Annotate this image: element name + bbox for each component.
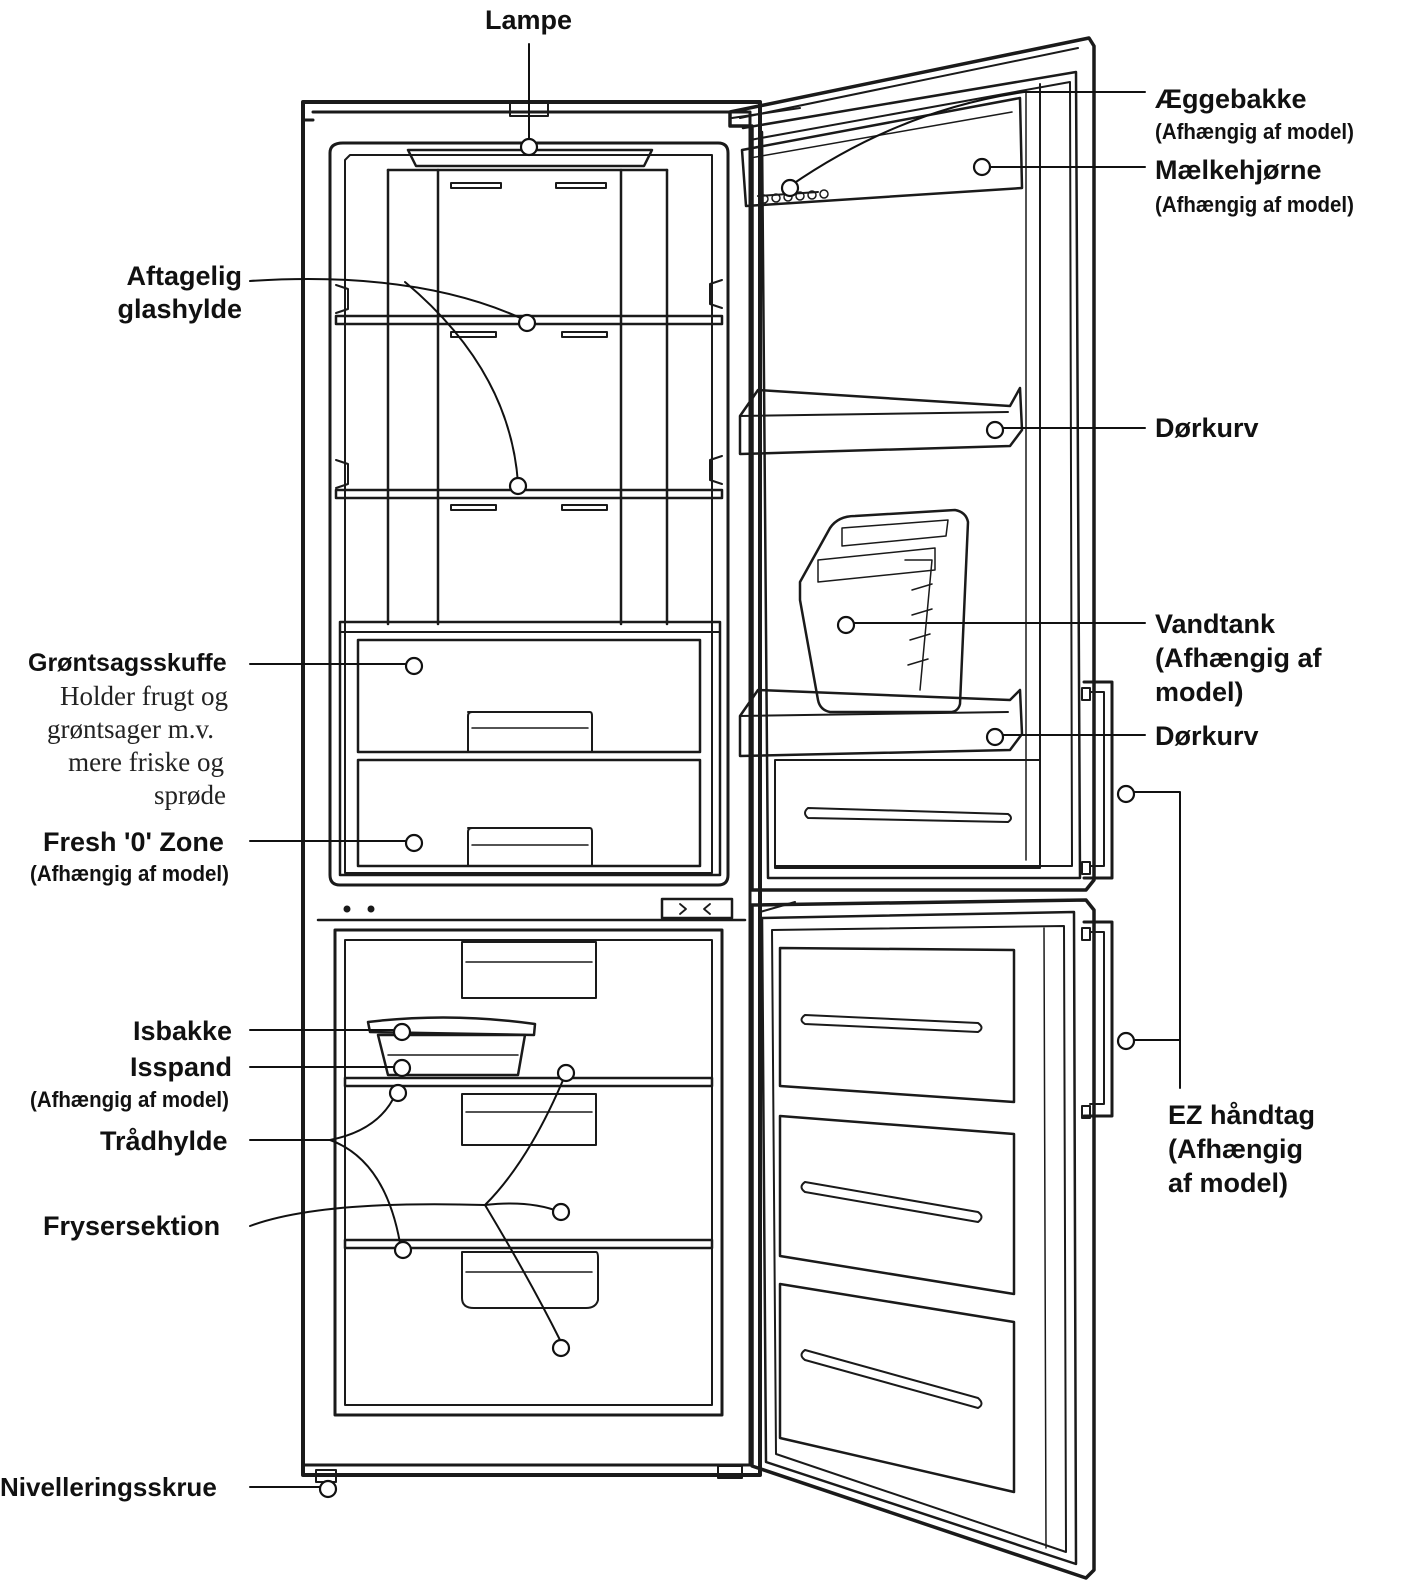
cabinet-body bbox=[301, 100, 762, 1477]
dairy-corner-note: (Afhængig af model) bbox=[1155, 192, 1354, 217]
freezer-compartment bbox=[333, 928, 724, 1417]
ice-bucket-label: Isspand bbox=[130, 1052, 233, 1082]
fresh-zone-note: (Afhængig af model) bbox=[30, 861, 229, 886]
leader-lines bbox=[249, 43, 1181, 1488]
leader-dots bbox=[318, 137, 1136, 1499]
crisper-desc-1: Holder frugt og bbox=[60, 681, 228, 711]
water-tank-note-1: (Afhængig af bbox=[1155, 643, 1322, 673]
water-tank-label: Vandtank bbox=[1155, 609, 1276, 639]
ice-bucket-note: (Afhængig af model) bbox=[30, 1087, 229, 1112]
egg-tray-note: (Afhængig af model) bbox=[1155, 119, 1354, 144]
control-panel bbox=[316, 897, 747, 922]
fridge-compartment bbox=[328, 141, 730, 887]
dairy-corner-label: Mælkehjørne bbox=[1155, 155, 1322, 185]
crisper-label: Grøntsagsskuffe bbox=[28, 649, 227, 677]
lower-door bbox=[750, 898, 1114, 1580]
wire-shelf-label: Trådhylde bbox=[100, 1126, 228, 1156]
egg-tray-label: Æggebakke bbox=[1155, 84, 1307, 114]
door-bin-bottom-label: Dørkurv bbox=[1155, 721, 1259, 751]
crisper-desc-3: mere friske og bbox=[68, 747, 224, 777]
door-bin-top-label: Dørkurv bbox=[1155, 413, 1259, 443]
crisper-desc-2: grøntsager m.v. bbox=[47, 714, 214, 744]
levelling-feet bbox=[315, 1465, 743, 1483]
lamp-label: Lampe bbox=[485, 5, 573, 35]
ice-tray-label: Isbakke bbox=[133, 1016, 233, 1046]
ez-handle-note-1: (Afhængig bbox=[1168, 1134, 1303, 1164]
leveling-screw-label: Nivelleringsskrue bbox=[0, 1472, 217, 1502]
freezer-section-label: Frysersektion bbox=[43, 1211, 221, 1241]
ez-handle-label: EZ håndtag bbox=[1168, 1100, 1315, 1130]
ez-handle-note-2: af model) bbox=[1168, 1168, 1289, 1198]
fresh-zone-label: Fresh '0' Zone bbox=[43, 827, 224, 857]
water-tank-note-2: model) bbox=[1155, 677, 1244, 707]
glass-shelf-label-2: glashylde bbox=[117, 294, 242, 324]
crisper-desc-4: sprøde bbox=[154, 780, 226, 810]
glass-shelf-label-1: Aftagelig bbox=[126, 261, 242, 291]
upper-door bbox=[509, 36, 1114, 892]
